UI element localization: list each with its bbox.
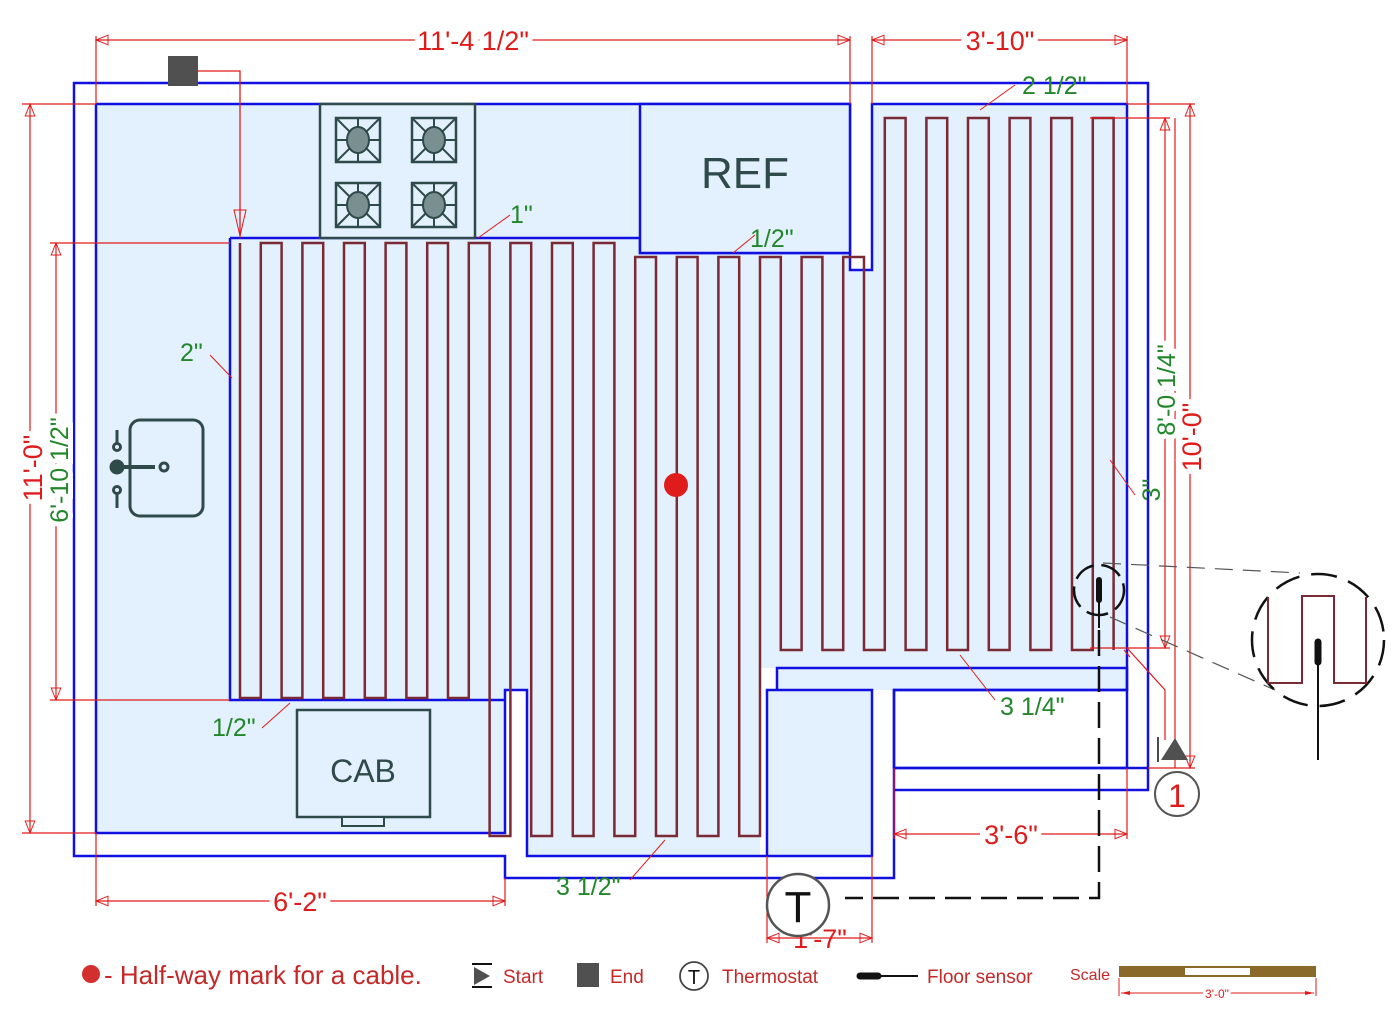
- burner-icon: [334, 116, 382, 164]
- floor-sensor: [1072, 563, 1126, 628]
- scale-bar: [1118, 966, 1317, 996]
- floor-cabinet-right: [767, 690, 872, 856]
- thermostat-icon: [765, 872, 831, 938]
- outer-wall: [72, 81, 1150, 880]
- dimension-lines: [22, 34, 1196, 944]
- spacing-ref-gap: 1/2": [750, 225, 794, 253]
- leader-lines: [209, 84, 1136, 881]
- dim-right-total-height: 10'-0": [1177, 403, 1207, 472]
- spacing-cooktop-gap: 1": [510, 201, 533, 229]
- legend-thermostat-icon: [679, 961, 709, 991]
- legend-halfway-label: - Half-way mark for a cable.: [104, 960, 422, 990]
- legend-thermostat-label: Thermostat: [722, 967, 819, 988]
- legend-halfway-icon: [82, 965, 100, 983]
- spacing-cab-gap: 1/2": [212, 714, 256, 742]
- cabinet: [295, 708, 432, 827]
- sensor-lead-dashed: [845, 630, 1101, 900]
- halfway-mark: [664, 473, 688, 497]
- cooktop: [318, 102, 477, 240]
- cable-end-marker: [168, 56, 198, 86]
- sensor-detail-callout: [1102, 562, 1386, 760]
- cabinet-label: CAB: [330, 753, 396, 789]
- cable-end-arrow: [233, 209, 247, 237]
- dim-right-heated-height: 8'-0 1/4": [1153, 344, 1181, 435]
- heating-cable: [238, 116, 1115, 838]
- legend-start-label: Start: [503, 967, 544, 988]
- cable-end-lead: [198, 70, 241, 238]
- refrigerator-box: [638, 102, 852, 255]
- inner-wall-left: [94, 104, 874, 858]
- legend-scale-label: Scale: [1070, 967, 1110, 984]
- burner-icon: [334, 181, 382, 229]
- dim-bottom-right-width: 3'-6": [984, 820, 1038, 850]
- legend-start-icon: [472, 963, 492, 988]
- dim-left-heated-height: 6'-10 1/2": [46, 417, 74, 522]
- sink-icon: [109, 418, 205, 518]
- dim-top-left-width: 11'-4 1/2": [417, 26, 529, 56]
- legend-end-icon: [577, 963, 599, 987]
- floor-areas: [96, 104, 1127, 856]
- floor-left-region: [96, 104, 1127, 856]
- spacing-center-bottom-gap: 3 1/2": [556, 873, 620, 901]
- legend: - Half-way mark for a cable. Start End T…: [82, 960, 1317, 1004]
- legend-floor-sensor-label: Floor sensor: [927, 967, 1033, 988]
- dim-left-total-height: 11'-0": [18, 435, 48, 502]
- legend-thermostat-symbol: T: [688, 967, 700, 989]
- thermostat-symbol: T: [785, 883, 812, 932]
- burner-icon: [410, 116, 458, 164]
- cable-start-marker: [1157, 737, 1188, 762]
- spacing-right-wall-gap: 3": [1138, 479, 1166, 502]
- spacing-right-top-gap: 2 1/2": [1022, 72, 1086, 100]
- circuit-number: 1: [1168, 778, 1186, 814]
- spacing-right-bottom-gap: 3 1/4": [1000, 693, 1064, 721]
- legend-end-label: End: [610, 967, 644, 988]
- circuit-number-badge: [1154, 771, 1200, 817]
- dim-bottom-left-width: 6'-2": [273, 887, 327, 917]
- dim-top-right-width: 3'-10": [966, 26, 1035, 56]
- right-bottom-wall: [894, 768, 1150, 792]
- burner-icon: [410, 181, 458, 229]
- spacing-left-wall-gap: 2": [180, 339, 203, 367]
- refrigerator-label: REF: [701, 149, 789, 198]
- scale-value: 3'-0": [1205, 987, 1229, 1001]
